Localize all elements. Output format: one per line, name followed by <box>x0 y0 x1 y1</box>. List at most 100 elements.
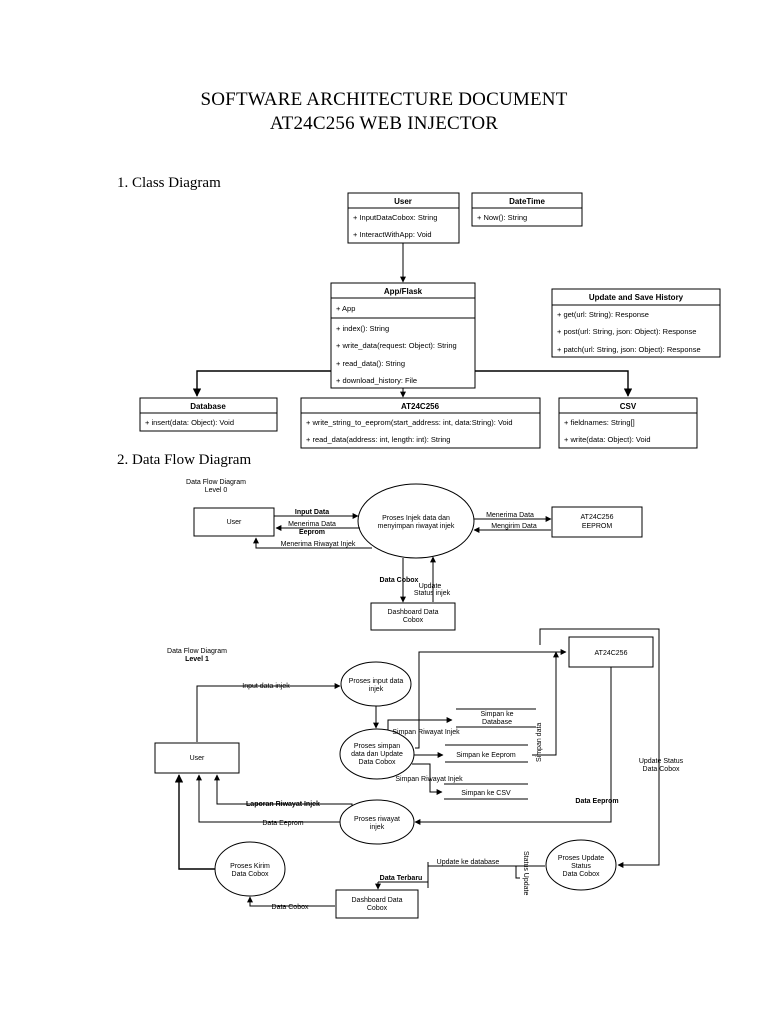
class-app-attr: + App <box>336 304 355 313</box>
svg-text:EEPROM: EEPROM <box>582 523 613 530</box>
class-datetime-name: DateTime <box>509 197 545 206</box>
dfd0-entity-user: User <box>193 507 275 537</box>
dfd1-store-eeprom: Simpan ke Eeprom <box>445 744 528 763</box>
dfd1-flow-to-at24c256 <box>415 649 567 749</box>
svg-text:AT24C256: AT24C256 <box>595 650 628 657</box>
document-title-line2: AT24C256 WEB INJECTOR <box>269 113 499 134</box>
svg-text:AT24C256: AT24C256 <box>581 514 614 521</box>
svg-text:Proses simpan: Proses simpan <box>354 743 400 750</box>
dfd1-entity-dashboard: Dashboard Data Cobox <box>335 889 419 919</box>
class-history-method-1: + get(url: String): Response <box>557 310 649 319</box>
section-data-flow-diagram: 2. Data Flow Diagram <box>117 452 252 468</box>
svg-text:injek: injek <box>369 686 384 693</box>
dfd1-flow-update-status-label-1: Update Status <box>639 758 684 765</box>
svg-text:Cobox: Cobox <box>367 905 388 912</box>
dfd1-flow-input <box>196 683 341 742</box>
dfd1-flow-save-csv <box>412 763 443 795</box>
dfd1-process-update: Proses Update Status Data Cobox <box>545 839 617 891</box>
class-database: Database + insert(data: Object): Void <box>139 397 278 432</box>
dfd1-flow-report <box>214 774 353 806</box>
class-user: User + InputDataCobox: String + Interact… <box>347 192 460 244</box>
svg-text:Status: Status <box>571 863 591 870</box>
class-app-flask: App/Flask + App + index(): String + writ… <box>330 282 476 389</box>
class-database-name: Database <box>190 402 226 411</box>
class-app-method-3: + read_data(): String <box>336 359 405 368</box>
dfd1-flow-report-label: Laporan Riwayat Injek <box>246 801 320 808</box>
dfd1-flow-data-eeprom-label: Data Eeprom <box>575 798 618 805</box>
svg-text:Dashboard Data: Dashboard Data <box>352 897 403 904</box>
svg-text:injek: injek <box>370 824 385 831</box>
class-update-save-history: Update and Save History + get(url: Strin… <box>551 288 721 358</box>
svg-text:Proses Kirim: Proses Kirim <box>230 863 270 870</box>
class-at24c256-method-2: + read_data(address: int, length: int): … <box>306 435 450 444</box>
dfd1-flow-status-vertical-label: Status Update <box>522 851 529 895</box>
class-history-method-2: + post(url: String, json: Object): Respo… <box>557 327 696 336</box>
dfd0-process: Proses Injek data dan menyimpan riwayat … <box>357 483 475 559</box>
class-app-method-4: + download_history: File <box>336 376 417 385</box>
dfd1-flow-small-vertical-label: Simpan data <box>536 723 543 762</box>
svg-text:Simpan ke CSV: Simpan ke CSV <box>461 790 511 797</box>
dfd0-flow-history-label: Menerima Riwayat Injek <box>281 541 356 548</box>
svg-text:Data Cobox: Data Cobox <box>563 871 600 878</box>
dfd0-entity-dashboard: Dashboard Data Cobox <box>370 602 456 631</box>
svg-text:Simpan ke Eeprom: Simpan ke Eeprom <box>456 752 516 759</box>
dfd1-flow-send-to-user <box>174 774 215 870</box>
dfd1-title-line2: Level 1 <box>185 656 209 663</box>
class-history-name: Update and Save History <box>589 293 684 302</box>
class-at24c256-name: AT24C256 <box>401 402 440 411</box>
svg-text:Proses input data: Proses input data <box>349 678 404 685</box>
svg-text:Proses Update: Proses Update <box>558 855 604 862</box>
dfd0-flow-cobox-label: Data Cobox <box>380 577 419 584</box>
dfd1-entity-user: User <box>154 742 240 774</box>
svg-text:User: User <box>227 519 242 526</box>
dfd1-store-database: Simpan ke Database <box>456 708 536 728</box>
class-at24c256: AT24C256 + write_string_to_eeprom(start_… <box>300 397 541 449</box>
dfd0-flow-status-label-1: Update <box>419 583 442 590</box>
dfd1-flow-history-top-label: Simpan Riwayat Injek <box>392 729 460 736</box>
dfd1-flow-history-bottom-label: Simpan Riwayat Injek <box>395 776 463 783</box>
class-app-name: App/Flask <box>384 287 423 296</box>
class-csv-method-1: + write(data: Object): Void <box>564 435 651 444</box>
dfd1-process-input: Proses input data injek <box>340 661 412 707</box>
class-history-method-3: + patch(url: String, json: Object): Resp… <box>557 345 701 354</box>
dfd0-flow-to-eeprom-label: Menerima Data <box>486 512 534 519</box>
class-database-method-1: + insert(data: Object): Void <box>145 418 234 427</box>
dfd1-process-save: Proses simpan data dan Update Data Cobox <box>339 728 415 780</box>
dfd0-flow-input-label: Input Data <box>295 509 329 516</box>
class-at24c256-method-1: + write_string_to_eeprom(start_address: … <box>306 418 513 427</box>
dfd0-entity-eeprom: AT24C256 EEPROM <box>551 506 643 538</box>
dfd0-flow-history <box>253 537 372 549</box>
dfd1-process-send: Proses Kirim Data Cobox <box>214 841 286 897</box>
class-datetime: DateTime + Now(): String <box>471 192 583 227</box>
dfd1-entity-at24c256: AT24C256 <box>568 636 654 668</box>
svg-text:data dan Update: data dan Update <box>351 751 403 758</box>
dfd1-flow-history-eeprom <box>196 774 340 823</box>
svg-text:Proses riwayat: Proses riwayat <box>354 816 400 823</box>
dfd1-flow-update-db-line <box>515 865 545 879</box>
svg-text:Database: Database <box>482 719 512 726</box>
dfd1-title-line1: Data Flow Diagram <box>167 648 227 655</box>
dfd1-flow-eeprom-store-to-at24c256 <box>532 651 559 756</box>
class-app-method-1: + index(): String <box>336 324 389 333</box>
dfd0-flow-status-label-2: Status injek <box>414 590 451 597</box>
class-user-name: User <box>394 197 412 206</box>
svg-text:Data Cobox: Data Cobox <box>232 871 269 878</box>
dfd1-store-csv: Simpan ke CSV <box>444 783 528 800</box>
dfd1-process-history: Proses riwayat injek <box>339 799 415 845</box>
dfd0-flow-receive-label-2: Eeprom <box>299 529 325 536</box>
dfd1-flow-cobox <box>247 896 335 907</box>
svg-text:Data Cobox: Data Cobox <box>359 759 396 766</box>
dfd0-flow-from-eeprom-label: Mengirim Data <box>491 523 537 530</box>
class-csv-attr-1: + fieldnames: String[] <box>564 418 635 427</box>
dfd1-flow-update-db-label: Update ke database <box>437 859 500 866</box>
dfd1-flow-data-eeprom <box>414 667 612 825</box>
dfd1-flow-latest-label: Data Terbaru <box>380 875 423 882</box>
dfd1-flow-save-db <box>387 717 453 730</box>
svg-text:Simpan ke: Simpan ke <box>480 711 513 718</box>
dfd1-flow-eeprom-label: Data Eeprom <box>262 820 303 827</box>
class-user-attr-1: + InputDataCobox: String <box>353 213 437 222</box>
svg-text:Dashboard Data: Dashboard Data <box>388 609 439 616</box>
class-app-method-2: + write_data(request: Object): String <box>336 341 457 350</box>
class-csv: CSV + fieldnames: String[] + write(data:… <box>558 397 698 449</box>
